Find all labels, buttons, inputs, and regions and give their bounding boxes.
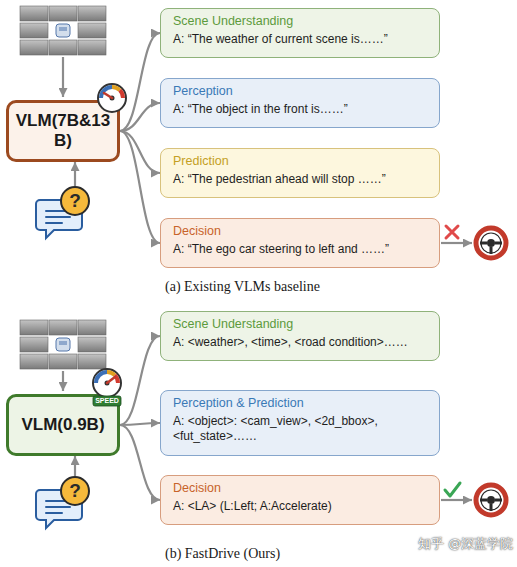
question-icon: ? (60, 476, 90, 506)
flow-arrow (74, 162, 76, 186)
answer-box: Perception & Prediction A: <object>: <cam… (160, 390, 440, 456)
answer-box: Decision A: <LA> (L:Left; A:Accelerate) (160, 475, 440, 525)
box-body: A: <LA> (L:Left; A:Accelerate) (173, 499, 427, 514)
steering-wheel (476, 228, 506, 258)
box-body: A: “The weather of current scene is……” (173, 32, 427, 47)
flow-arrow (120, 131, 160, 243)
watermark: 知乎 @深蓝学院 (418, 535, 513, 553)
output-arrow (441, 242, 472, 244)
gauge-dial (98, 84, 126, 112)
gauge-needle (107, 377, 115, 383)
camera-images (20, 320, 106, 369)
box-heading: Scene Understanding (173, 317, 427, 332)
box-heading: Decision (173, 481, 427, 496)
output-arrow (441, 499, 472, 501)
flow-arrow (74, 456, 76, 476)
gauge-needle (104, 93, 112, 98)
input-arrow (62, 371, 64, 391)
figure-caption: (b) FastDrive (Ours) (165, 546, 280, 562)
steering-wheel (476, 485, 506, 515)
gauge-dial (93, 369, 121, 397)
box-heading: VLM(7B&13 B) (16, 111, 110, 151)
box-heading: Decision (173, 224, 427, 239)
box-heading: Scene Understanding (173, 14, 427, 29)
flow-arrow (120, 336, 160, 425)
box-heading: Perception & Prediction (173, 396, 427, 411)
box-body: A: <object>: <cam_view>, <2d_bbox>, <fut… (173, 414, 427, 444)
cross-mark (446, 226, 458, 238)
flow-arrow (120, 425, 160, 500)
speed-badge-text: SPEED (93, 396, 121, 406)
speed-badge (93, 396, 121, 406)
answer-box: Prediction A: “The pedestrian ahead will … (160, 148, 440, 198)
box-body: A: “The pedestrian ahead will stop ……” (173, 172, 427, 187)
box-body: A: “The ego car steering to left and ……” (173, 242, 427, 257)
box-body: A: “The object in the front is……” (173, 102, 427, 117)
speed-gauge (93, 369, 121, 406)
answer-box: Decision A: “The ego car steering to left… (160, 218, 440, 268)
answer-box: Scene Understanding A: <weather>, <time>,… (160, 311, 440, 361)
figure-caption: (a) Existing VLMs baseline (165, 279, 320, 295)
flow-arrow (120, 423, 160, 425)
camera-images (20, 6, 106, 55)
box-heading: Prediction (173, 154, 427, 169)
box-heading: Perception (173, 84, 427, 99)
input-arrow (62, 57, 64, 97)
question-icon: ? (60, 186, 90, 216)
flow-arrow (120, 33, 160, 131)
check-mark (445, 483, 460, 496)
box-body: A: <weather>, <time>, <road condition>…… (173, 335, 427, 350)
answer-box: Perception A: “The object in the front is… (160, 78, 440, 128)
box-heading: ? (69, 191, 81, 211)
flow-arrow (120, 131, 160, 173)
box-heading: VLM(0.9B) (21, 415, 104, 435)
box-heading: ? (69, 481, 81, 501)
answer-box: Scene Understanding A: “The weather of cu… (160, 8, 440, 58)
speed-gauge (98, 84, 126, 112)
flow-arrow (120, 103, 160, 131)
model-box: VLM(7B&13 B) (6, 100, 120, 162)
